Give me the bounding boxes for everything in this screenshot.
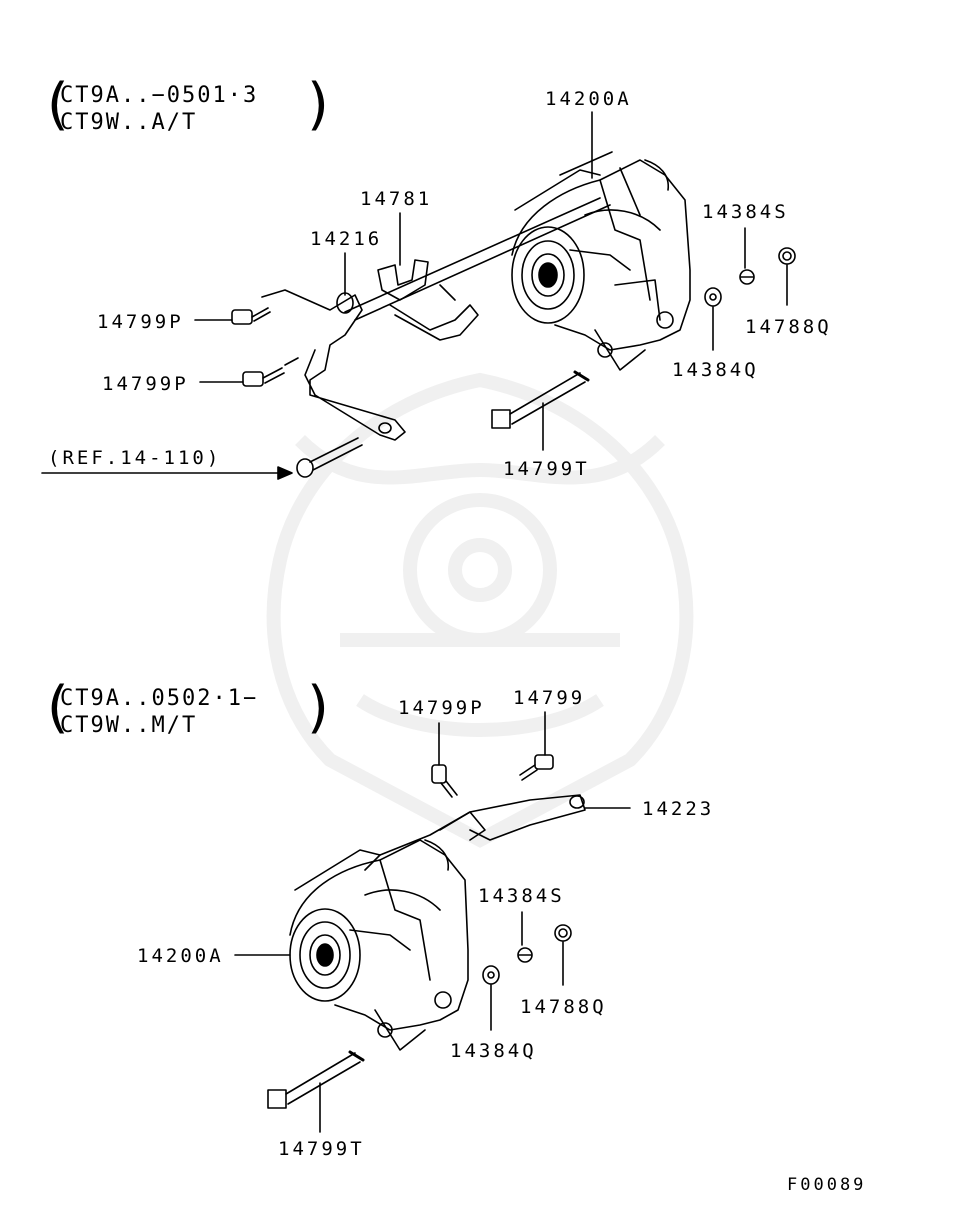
label-top-alternator: 14200A [545, 88, 632, 110]
samurai-helmet-watermark [266, 372, 694, 848]
bracket-left: ( [40, 72, 76, 137]
bracket-right: ) [302, 72, 338, 137]
label-bottom-through-bolt: 14799T [278, 1138, 365, 1160]
alternator-bottom [289, 839, 469, 1051]
brace-14223 [364, 794, 586, 871]
nut-bottom [554, 924, 572, 942]
label-bottom-washer: 14384Q [450, 1040, 537, 1062]
label-bottom-bolt-p: 14799P [398, 697, 485, 719]
bolt-14799-bottom [519, 754, 554, 781]
washer-top [704, 287, 722, 307]
figure-code: F00089 [787, 1175, 867, 1195]
label-bottom-spring-washer: 14384S [478, 885, 565, 907]
label-bottom-bolt: 14799 [513, 687, 586, 709]
spring-washer-top [739, 269, 755, 285]
condition-top-line2: CT9W..A/T [60, 110, 198, 135]
label-bottom-alternator: 14200A [137, 945, 224, 967]
through-bolt-bottom [267, 1050, 365, 1109]
reference-label: (REF.14-110) [48, 447, 222, 469]
label-top-harness-bracket: 14781 [360, 188, 433, 210]
through-bolt-top [491, 370, 590, 429]
harness-bracket-14781 [377, 259, 479, 341]
ref-bolt [296, 437, 363, 478]
condition-top-line1: CT9A..−0501·3 [60, 83, 259, 108]
alternator-top [511, 151, 691, 371]
bracket-left: ( [40, 675, 76, 740]
condition-block-bottom: ( CT9A..0502·1− CT9W..M/T ) [40, 675, 336, 740]
bolt-14799p-top-upper [231, 307, 271, 325]
label-top-through-bolt: 14799T [503, 458, 590, 480]
condition-block-top: ( CT9A..−0501·3 CT9W..A/T ) [40, 72, 336, 137]
condition-bottom-line2: CT9W..M/T [60, 713, 198, 738]
washer-bottom [482, 965, 500, 985]
label-top-washer: 14384Q [672, 359, 759, 381]
label-top-spring-washer: 14384S [702, 201, 789, 223]
nut-top [778, 247, 796, 265]
label-bottom-brace: 14223 [642, 798, 715, 820]
spring-washer-bottom [517, 947, 533, 963]
label-top-nut: 14788Q [745, 316, 832, 338]
bolt-14799p-top-lower [242, 367, 285, 387]
label-top-brace: 14216 [310, 228, 383, 250]
bolt-14799p-bottom [431, 764, 458, 798]
label-bottom-nut: 14788Q [520, 996, 607, 1018]
label-top-bolt-upper: 14799P [97, 311, 184, 333]
label-top-bolt-lower: 14799P [102, 373, 189, 395]
condition-bottom-line1: CT9A..0502·1− [60, 686, 259, 711]
bracket-right: ) [302, 675, 338, 740]
